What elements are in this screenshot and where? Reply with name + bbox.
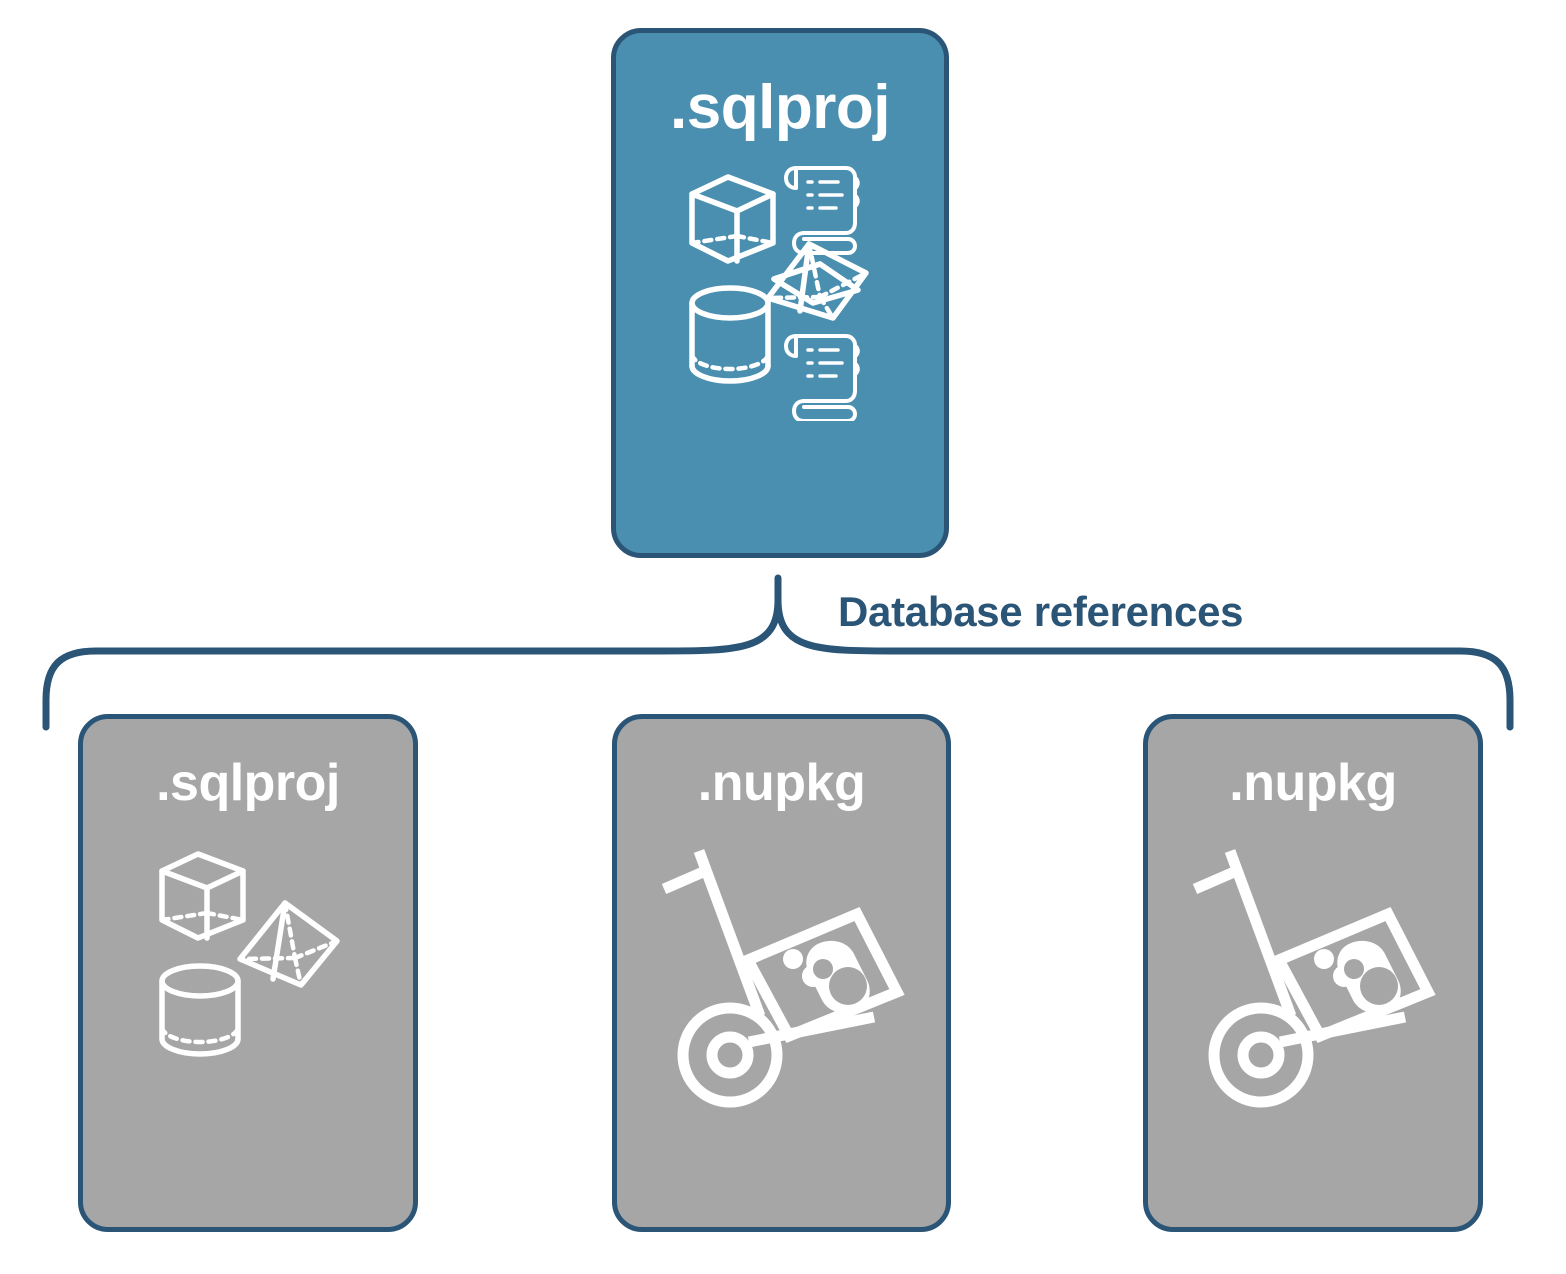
connector-label: Database references [838,588,1244,635]
sqlproj-shapes-and-scrolls-art [689,166,869,421]
reference-node-sqlproj-card[interactable]: .sqlproj [78,714,418,1232]
root-node-sqlproj-card[interactable]: .sqlproj [611,28,949,558]
sqlproj-shapes-art [159,851,340,1057]
cylinder-wireframe-icon [689,285,771,384]
root-node-title: .sqlproj [670,73,890,142]
brace-left-arm [42,596,782,731]
reference-node-3-title: .nupkg [1229,754,1397,812]
pyramid-wireframe-icon [237,900,340,988]
pyramid-icon [765,241,869,321]
package-logo-cutouts [1344,959,1398,1005]
reference-node-3-artwork [1148,809,1478,1227]
cube-wireframe-icon [689,174,776,264]
cube-wireframe-icon [159,851,246,941]
reference-node-2-title: .nupkg [697,754,866,812]
hand-truck-package-art [661,849,905,1108]
root-node-artwork [616,139,944,553]
hand-truck-package-icon [1192,849,1436,1108]
reference-node-1-title: .sqlproj [156,754,340,812]
hand-truck-package-art-2 [1192,849,1436,1108]
cylinder-wireframe-icon [159,963,241,1057]
scroll-script-icon-2 [784,334,860,421]
reference-node-nupkg-card-1[interactable]: .nupkg [612,714,951,1232]
reference-node-nupkg-card-2[interactable]: .nupkg [1143,714,1483,1232]
scroll-script-icon [784,166,860,255]
reference-node-1-artwork [83,809,413,1227]
reference-node-2-artwork [617,809,946,1227]
package-logo-cutouts [812,959,867,1005]
hand-truck-package-icon [661,849,905,1108]
